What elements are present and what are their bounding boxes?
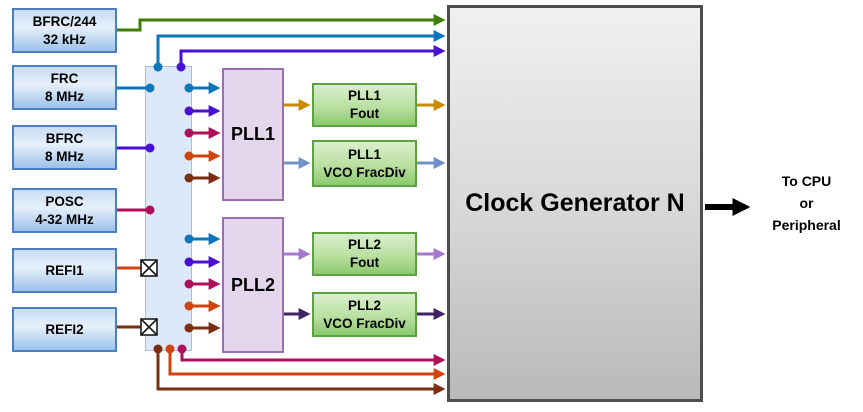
block-pll1-vco-fracdiv: PLL1 VCO FracDiv: [312, 140, 417, 187]
block-frc: FRC 8 MHz: [12, 65, 117, 110]
block-label: REFI2: [45, 321, 84, 337]
block-sublabel: Fout: [349, 106, 380, 121]
destination-line: or: [799, 195, 814, 211]
destination-label: To CPU or Peripheral: [750, 170, 863, 236]
block-sublabel: VCO FracDiv: [323, 164, 406, 180]
block-sublabel: 8 MHz: [44, 88, 84, 104]
wire-bfrc244: [117, 14, 446, 32]
block-label: PLL2: [347, 297, 381, 313]
block-posc: POSC 4-32 MHz: [12, 188, 117, 233]
block-pll2-fout: PLL2 Fout: [312, 232, 417, 276]
block-label: BFRC/244: [32, 13, 97, 29]
block-pll1-fout: PLL1 Fout: [312, 83, 417, 127]
block-sublabel: VCO FracDiv: [323, 315, 406, 331]
block-label: PLL2: [230, 274, 275, 295]
block-sublabel: 32 kHz: [43, 31, 86, 47]
block-refi2: REFI2: [12, 307, 117, 352]
block-pll1: PLL1: [222, 68, 284, 201]
block-pll2: PLL2: [222, 217, 284, 353]
block-pll2-vco-fracdiv: PLL2 VCO FracDiv: [312, 292, 417, 337]
block-label: PLL1: [347, 88, 381, 103]
block-bfrc244: BFRC/244 32 kHz: [12, 8, 117, 53]
destination-line: Peripheral: [772, 217, 841, 233]
block-label: PLL1: [347, 146, 381, 162]
block-sublabel: Fout: [349, 255, 380, 270]
block-label: BFRC: [45, 130, 84, 146]
block-label: PLL2: [347, 237, 381, 252]
destination-line: To CPU: [781, 173, 832, 189]
block-sublabel: 4-32 MHz: [35, 211, 94, 227]
block-refi1: REFI1: [12, 248, 117, 293]
clock-mux-bus: [145, 66, 192, 351]
block-sublabel: 8 MHz: [44, 148, 84, 164]
block-label: FRC: [50, 70, 79, 86]
block-label: REFI1: [45, 262, 84, 278]
block-label: Clock Generator N: [465, 189, 685, 217]
block-label: POSC: [45, 193, 84, 209]
block-clock-generator: Clock Generator N: [447, 5, 703, 402]
block-label: PLL1: [230, 124, 275, 144]
block-bfrc: BFRC 8 MHz: [12, 125, 117, 170]
